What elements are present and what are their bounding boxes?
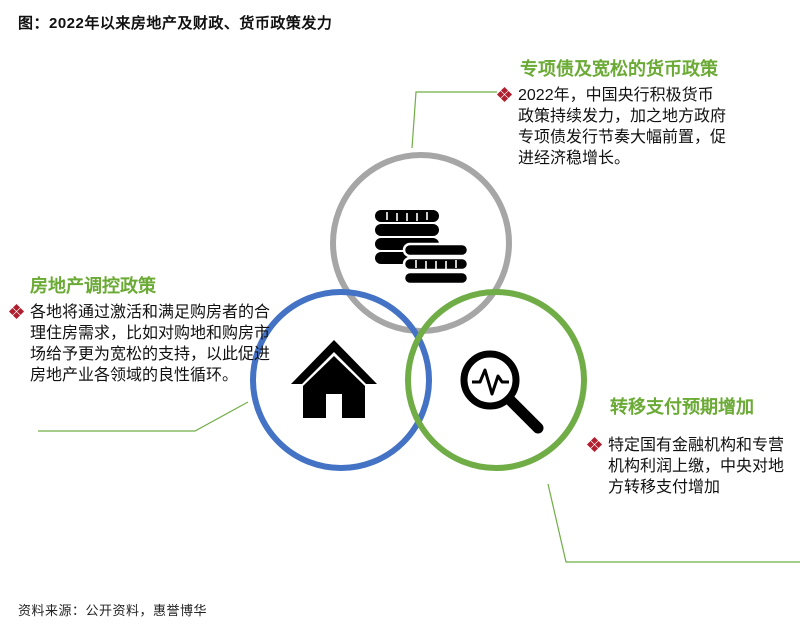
heading-fiscal-monetary: 专项债及宽松的货币政策 <box>520 59 718 79</box>
text-fiscal-monetary: 2022年，中国央行积极货币政策持续发力，加之地方政府专项债发行节奏大幅前置，促… <box>518 87 727 167</box>
block-real-estate: 房地产调控政策 各地将通过激活和满足购房者的合理住房需求，比如对购地和购房市场给… <box>8 272 271 386</box>
leader-line-right <box>547 483 800 563</box>
heading-real-estate: 房地产调控政策 <box>30 276 156 296</box>
leader-line-left <box>38 401 249 432</box>
bullet-diamond-icon <box>496 86 513 103</box>
bullet-diamond-icon <box>8 303 25 320</box>
block-fiscal-monetary: 专项债及宽松的货币政策 2022年，中国央行积极货币政策持续发力，加之地方政府专… <box>496 55 728 169</box>
text-real-estate: 各地将通过激活和满足购房者的合理住房需求，比如对购地和购房市场给予更为宽松的支持… <box>30 304 271 384</box>
bullet-item-fiscal-monetary: 2022年，中国央行积极货币政策持续发力，加之地方政府专项债发行节奏大幅前置，促… <box>496 85 728 169</box>
heading-transfer-payment: 转移支付预期增加 <box>610 397 754 417</box>
block-transfer-payment: 转移支付预期增加 特定国有金融机构和专营机构利润上缴，中央对地方转移支付增加 <box>586 393 798 498</box>
magnifier-pulse-icon <box>460 350 544 434</box>
circle-transfer-payment <box>405 289 587 471</box>
coins-stack-icon <box>375 210 470 286</box>
circle-real-estate <box>250 289 432 471</box>
figure-title: 图：2022年以来房地产及财政、货币政策发力 <box>18 15 333 32</box>
bullet-item-transfer-payment: 特定国有金融机构和专营机构利润上缴，中央对地方转移支付增加 <box>586 435 798 498</box>
bullet-item-real-estate: 各地将通过激活和满足购房者的合理住房需求，比如对购地和购房市场给予更为宽松的支持… <box>8 302 271 386</box>
leader-line-top <box>411 91 497 149</box>
bullet-diamond-icon <box>586 436 603 453</box>
house-icon <box>291 340 377 418</box>
source-note: 资料来源：公开资料，惠誉博华 <box>18 603 208 618</box>
text-transfer-payment: 特定国有金融机构和专营机构利润上缴，中央对地方转移支付增加 <box>608 437 785 496</box>
